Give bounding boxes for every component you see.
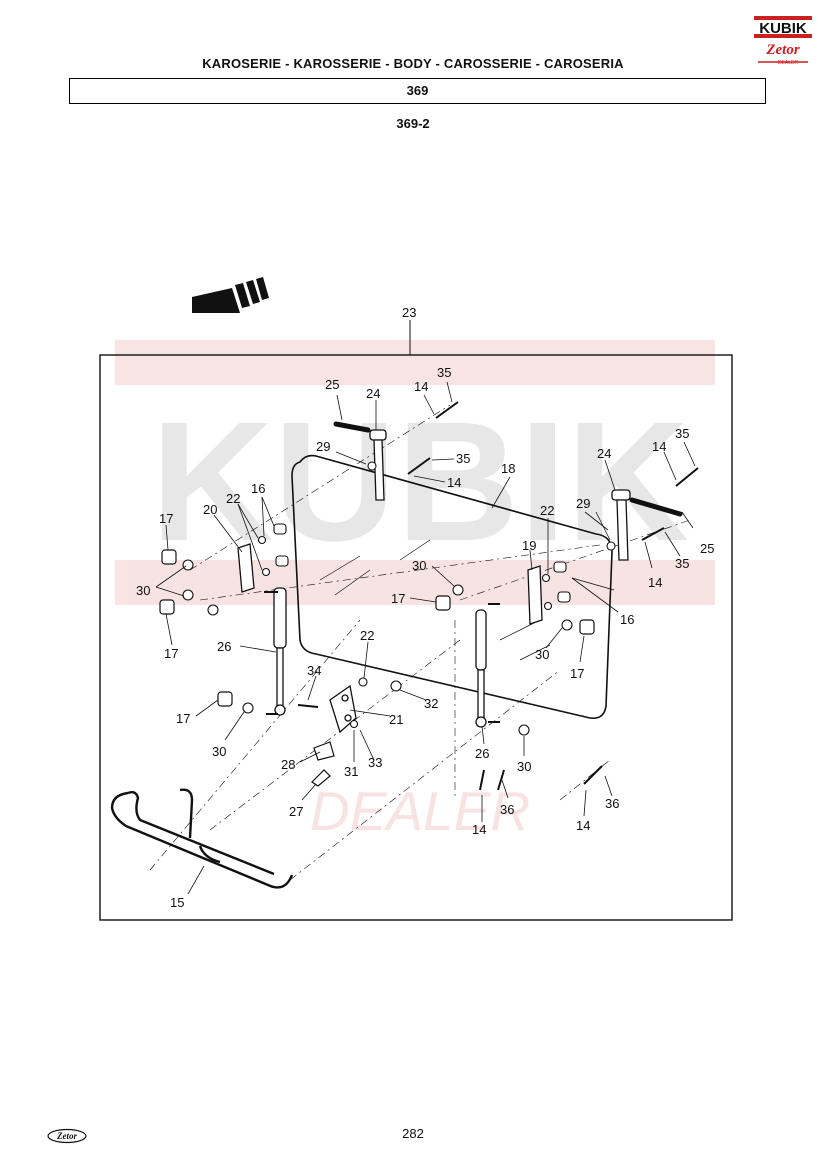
callout-29: 29 [316, 439, 330, 454]
page-header-title: KAROSERIE - KAROSSERIE - BODY - CAROSSER… [202, 56, 624, 71]
callout-17: 17 [159, 511, 173, 526]
callout-14: 14 [472, 822, 486, 837]
callout-24: 24 [597, 446, 611, 461]
strut-bracket-right [527, 565, 543, 625]
logo-tag-text: DEALER [778, 60, 798, 66]
callout-22: 22 [540, 503, 554, 518]
callout-30: 30 [412, 558, 426, 573]
callout-32: 32 [424, 696, 438, 711]
logo-brand-text: KUBIK [759, 20, 807, 37]
callout-14: 14 [576, 818, 590, 833]
nuts [182, 559, 573, 736]
callout-21: 21 [389, 712, 403, 727]
callout-16: 16 [251, 481, 265, 496]
window-glass [291, 454, 613, 720]
zetor-footer-logo: Zetor [47, 1128, 87, 1144]
callout-30: 30 [517, 759, 531, 774]
callout-25: 25 [325, 377, 339, 392]
callout-30: 30 [212, 744, 226, 759]
gas-strut-right [475, 609, 487, 728]
washers-and-spacers [257, 461, 616, 729]
hinge-pin-right [629, 497, 683, 517]
watermark: KUBIK DEALER [115, 340, 715, 842]
direction-arrow [192, 277, 269, 313]
callout-16: 16 [620, 612, 634, 627]
callout-26: 26 [217, 639, 231, 654]
watermark-tag: DEALER [310, 780, 530, 842]
leader-lines [155, 381, 696, 895]
assembly-axis-lines [149, 404, 691, 881]
kubik-zetor-dealer-logo: KUBIK Zetor DEALER [754, 16, 812, 66]
callout-15: 15 [170, 895, 184, 910]
callout-35: 35 [675, 426, 689, 441]
callout-17: 17 [176, 711, 190, 726]
gas-strut-left [273, 587, 287, 716]
lock-bracket [329, 684, 357, 734]
strut-bracket-left [237, 543, 255, 593]
callout-14: 14 [648, 575, 662, 590]
logo-sub-brand-text: Zetor [765, 42, 799, 58]
lower-tube-frame [110, 788, 294, 889]
callout-27: 27 [289, 804, 303, 819]
callout-labels: 23 25 24 14 35 29 35 14 18 24 14 35 29 2… [136, 305, 714, 910]
callout-17: 17 [391, 591, 405, 606]
callout-23: 23 [402, 305, 416, 320]
callout-33: 33 [368, 755, 382, 770]
callout-17: 17 [570, 666, 584, 681]
callout-22: 22 [226, 491, 240, 506]
callout-22: 22 [360, 628, 374, 643]
screws-and-bolts [264, 401, 699, 791]
callout-35: 35 [456, 451, 470, 466]
page-number: 282 [402, 1126, 424, 1141]
rubber-bumpers [159, 549, 595, 707]
callout-18: 18 [501, 461, 515, 476]
callout-34: 34 [307, 663, 321, 678]
callout-35: 35 [675, 556, 689, 571]
hinge-bracket-right [611, 489, 631, 561]
callout-36: 36 [500, 802, 514, 817]
callout-17: 17 [164, 646, 178, 661]
hinge-pin-left [333, 421, 371, 433]
hinge-bracket-left [369, 429, 387, 501]
callout-30: 30 [535, 647, 549, 662]
callout-19: 19 [522, 538, 536, 553]
callout-30: 30 [136, 583, 150, 598]
callout-14: 14 [447, 475, 461, 490]
callout-31: 31 [344, 764, 358, 779]
callout-29: 29 [576, 496, 590, 511]
callout-14: 14 [414, 379, 428, 394]
latch-parts [311, 741, 335, 787]
callout-36: 36 [605, 796, 619, 811]
callout-35: 35 [437, 365, 451, 380]
callout-20: 20 [203, 502, 217, 517]
diagram-frame [99, 354, 733, 921]
footer-logo-text: Zetor [56, 1131, 77, 1141]
callout-14: 14 [652, 439, 666, 454]
subsection-number: 369-2 [396, 116, 430, 131]
callout-28: 28 [281, 757, 295, 772]
callout-25: 25 [700, 541, 714, 556]
callout-26: 26 [475, 746, 489, 761]
callout-24: 24 [366, 386, 380, 401]
section-number-box: 369 [69, 78, 766, 104]
